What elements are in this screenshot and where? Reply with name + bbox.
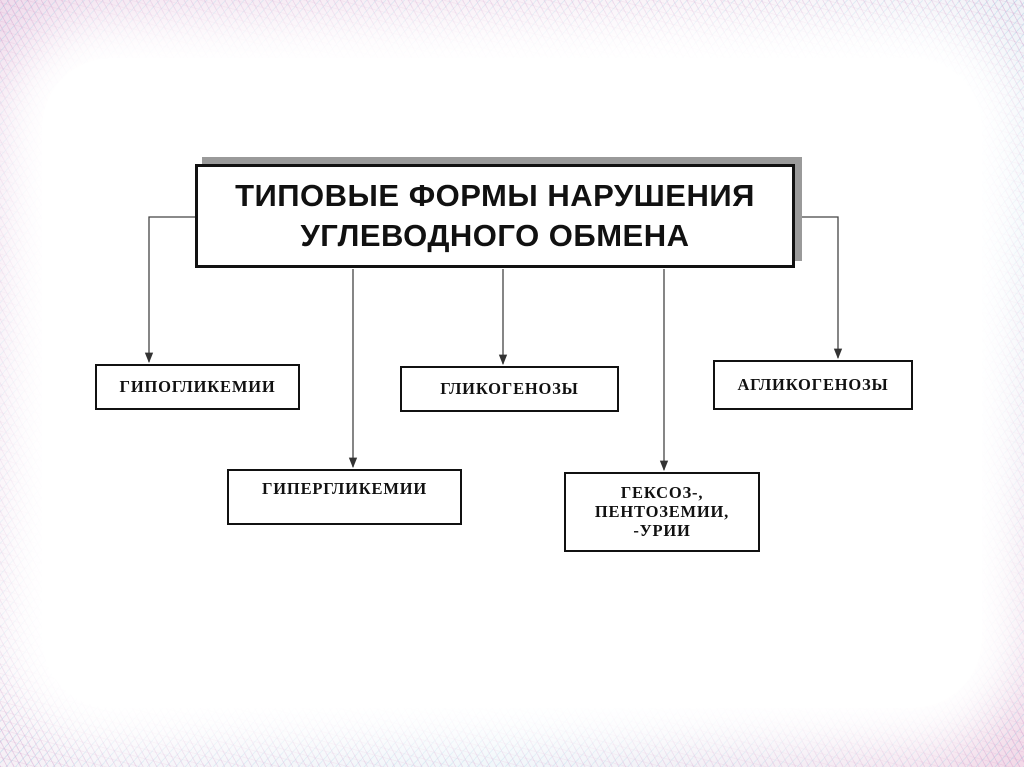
glycogenoses-label: ГЛИКОГЕНОЗЫ xyxy=(440,379,579,398)
hexosemia-label-line-1: ГЕКСОЗ-, xyxy=(620,482,704,502)
arrow-to-hypoglycemia xyxy=(144,216,195,364)
aglycogenoses-box: АГЛИКОГЕНОЗЫ xyxy=(713,360,913,410)
main-title: ТИПОВЫЕ ФОРМЫ НАРУШЕНИЯ УГЛЕВОДНОГО ОБМЕ… xyxy=(235,176,755,256)
hypoglycemia-label: ГИПОГЛИКЕМИИ xyxy=(119,377,276,396)
aglycogenoses-label: АГЛИКОГЕНОЗЫ xyxy=(737,375,889,394)
main-title-box: ТИПОВЫЕ ФОРМЫ НАРУШЕНИЯ УГЛЕВОДНОГО ОБМЕ… xyxy=(195,164,795,268)
main-title-line-2: УГЛЕВОДНОГО ОБМЕНА xyxy=(300,218,690,253)
hexosemia-label-line-2: ПЕНТОЗЕМИИ, xyxy=(594,501,730,521)
hexosemia-label-line-3: -УРИИ xyxy=(633,520,691,540)
hyperglycemia-box: ГИПЕРГЛИКЕМИИ xyxy=(227,469,462,525)
hyperglycemia-label: ГИПЕРГЛИКЕМИИ xyxy=(262,479,427,498)
main-title-line-1: ТИПОВЫЕ ФОРМЫ НАРУШЕНИЯ xyxy=(235,178,755,213)
arrow-to-aglycogenoses xyxy=(796,216,843,360)
hypoglycemia-box: ГИПОГЛИКЕМИИ xyxy=(95,364,300,410)
hexosemia-box: ГЕКСОЗ-, ПЕНТОЗЕМИИ, -УРИИ xyxy=(564,472,760,552)
glycogenoses-box: ГЛИКОГЕНОЗЫ xyxy=(400,366,619,412)
